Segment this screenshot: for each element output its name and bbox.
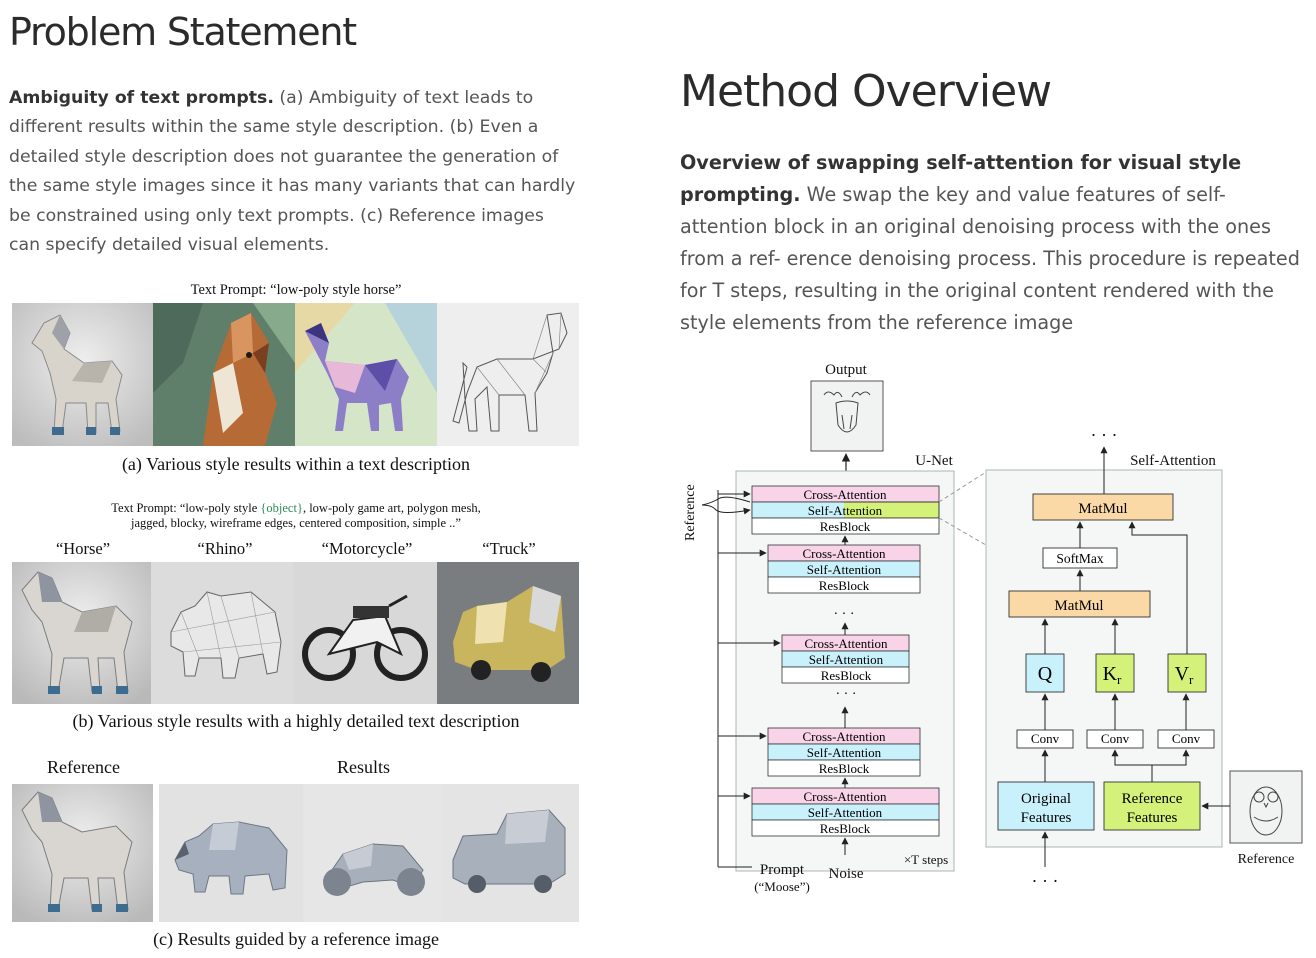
result-truck-image	[441, 784, 579, 922]
block4-cross-attention: Cross-Attention	[802, 729, 886, 744]
matmul-top: MatMul	[1078, 501, 1127, 517]
figure-a-images	[12, 303, 579, 446]
softmax-box: SoftMax	[1056, 551, 1104, 566]
block2-self-attention: Self-Attention	[807, 562, 882, 577]
block3-self-attention: Self-Attention	[809, 652, 884, 667]
figure-c-reference-label: Reference	[47, 757, 120, 777]
matmul-bottom: MatMul	[1054, 598, 1103, 614]
t-steps-label: ×T steps	[904, 852, 948, 867]
v-box: Vr	[1175, 663, 1194, 687]
problem-bold-lead: Ambiguity of text prompts.	[9, 88, 274, 108]
block3-cross-attention: Cross-Attention	[804, 636, 888, 651]
block5-cross-attention: Cross-Attention	[803, 789, 887, 804]
block3-resblock: ResBlock	[821, 668, 872, 683]
original-features-line2: Features	[1021, 810, 1072, 826]
block1-self-attention: Self-Attention	[808, 503, 883, 518]
output-image	[810, 380, 884, 452]
noise-label: Noise	[829, 866, 864, 882]
method-heading: Method Overview	[680, 66, 1052, 117]
figure-b-prompt-suffix: , low-poly game art, polygon mesh,	[302, 501, 481, 515]
block1-resblock: ResBlock	[820, 519, 871, 534]
figure-a-prompt: Text Prompt: “low-poly style horse”	[190, 282, 402, 298]
label-rhino: “Rhino”	[197, 539, 253, 558]
figure-b-prompt-prefix: Text Prompt: “low-poly style	[111, 501, 261, 515]
horse-image-2	[153, 303, 295, 446]
reference-side-label: Reference	[683, 484, 698, 541]
prompt-label: Prompt	[760, 862, 805, 878]
figure-b-prompt-line2: jagged, blocky, wireframe edges, centere…	[131, 516, 461, 530]
moose-sketch-icon	[823, 391, 871, 433]
bottom-dots: · · ·	[1032, 871, 1059, 891]
figure-b-images	[12, 562, 579, 704]
label-truck: “Truck”	[482, 539, 536, 558]
figure-c-caption: (c) Results guided by a reference image	[153, 929, 439, 949]
block1-cross-attention: Cross-Attention	[803, 487, 887, 502]
method-body: We swap the key and value features of se…	[680, 183, 1300, 334]
unet-dots-2: · · ·	[836, 687, 857, 702]
method-diagram: Output U-Net Reference Cross-Attention S…	[683, 362, 1303, 894]
q-box: Q	[1038, 663, 1053, 685]
self-attention-panel-title: Self-Attention	[1130, 453, 1216, 469]
result-rhino-image	[159, 784, 303, 922]
conv-q: Conv	[1031, 731, 1060, 746]
block2-resblock: ResBlock	[819, 578, 870, 593]
figure-b-object-labels: “Horse” “Rhino” “Motorcycle” “Truck”	[12, 539, 580, 559]
truck-image	[437, 562, 579, 704]
block2-cross-attention: Cross-Attention	[802, 546, 886, 561]
figure-b-prompt: Text Prompt: “low-poly style {object}, l…	[12, 501, 580, 531]
horse-image-4	[437, 303, 579, 446]
figure-c-images	[12, 784, 579, 922]
figure-b-caption: (b) Various style results with a highly …	[72, 711, 520, 731]
problem-body: (a) Ambiguity of text leads to different…	[9, 88, 576, 256]
result-motorcycle-image	[303, 784, 441, 922]
reference-horse-image	[12, 784, 153, 922]
figure-a-caption: (a) Various style results within a text …	[121, 454, 471, 474]
unet-dots-1: · · ·	[834, 607, 855, 622]
method-paragraph: Overview of swapping self-attention for …	[680, 147, 1310, 339]
owl-sketch-icon	[1249, 786, 1283, 836]
output-label: Output	[825, 362, 868, 378]
k-box: Kr	[1103, 663, 1122, 687]
horse-image-3	[295, 303, 437, 446]
motorcycle-image	[293, 562, 437, 704]
prompt-value: (“Moose”)	[754, 879, 810, 894]
problem-paragraph: Ambiguity of text prompts. (a) Ambiguity…	[9, 84, 579, 260]
problem-heading: Problem Statement	[9, 10, 357, 54]
wireframe-rhino-image	[151, 562, 293, 704]
reference-image-label: Reference	[1238, 852, 1295, 867]
label-horse: “Horse”	[55, 539, 111, 558]
block5-self-attention: Self-Attention	[808, 805, 883, 820]
method-bold-lead: Overview of swapping self-attention for …	[680, 151, 1242, 206]
horse-image-1	[12, 303, 153, 446]
top-dots: · · ·	[1091, 425, 1118, 445]
reference-features-line2: Features	[1127, 810, 1178, 826]
figure-c-results-label: Results	[337, 757, 391, 777]
conv-k: Conv	[1101, 731, 1130, 746]
reference-features-line1: Reference	[1122, 791, 1183, 807]
conv-v: Conv	[1172, 731, 1201, 746]
block4-resblock: ResBlock	[819, 761, 870, 776]
block5-resblock: ResBlock	[820, 821, 871, 836]
figure-b-prompt-object: {object}	[260, 501, 303, 515]
unet-label: U-Net	[915, 453, 953, 469]
label-motorcycle: “Motorcycle”	[321, 539, 413, 558]
block4-self-attention: Self-Attention	[807, 745, 882, 760]
original-features-line1: Original	[1021, 791, 1071, 807]
lowpoly-horse-image	[12, 562, 151, 704]
